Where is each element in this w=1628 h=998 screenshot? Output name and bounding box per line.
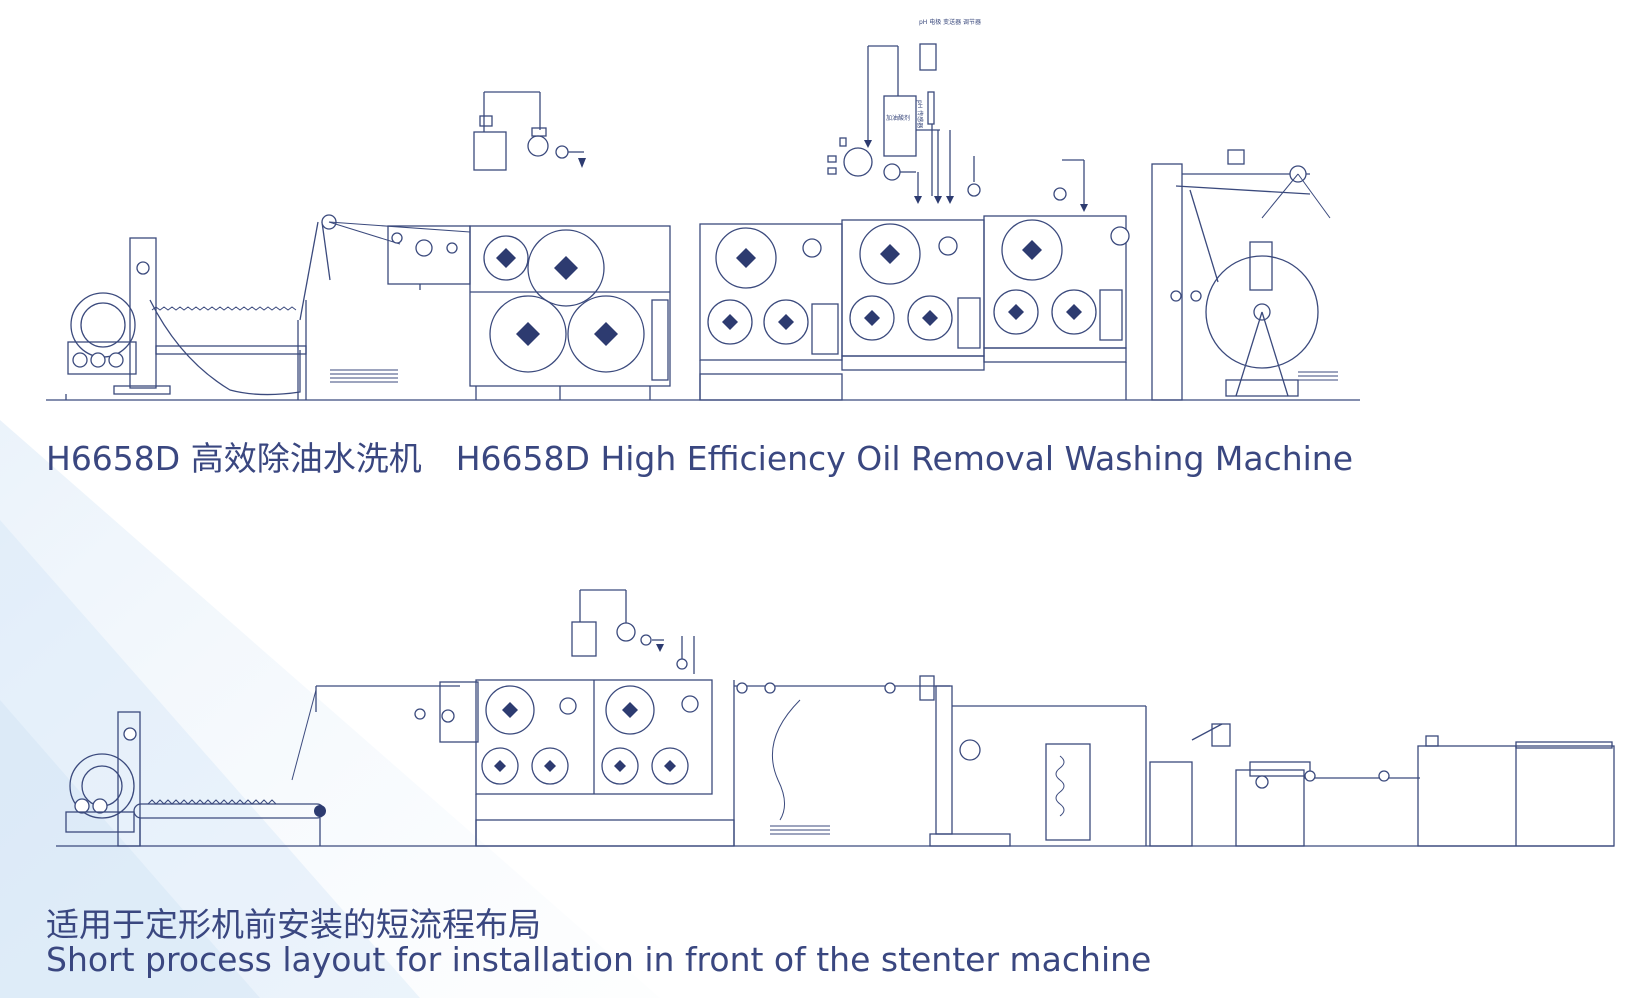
fabric-pile [330,369,398,383]
washing-tank-2 [699,223,843,401]
exit-folder-unit [1151,149,1338,401]
washing-tank-3 [841,219,985,371]
layout-2-caption-zh: 适用于定形机前安装的短流程布局 [46,905,541,944]
ph-control-system: pH 电极 变送器 调节器 加油酸剂 pH 传感器 [827,18,1088,212]
j-box-unit [1045,743,1091,841]
layout-2-drawing [56,589,1615,847]
machine-1-drawing: pH 电极 变送器 调节器 加油酸剂 pH 传感器 [46,18,1360,401]
dosing-system-1 [473,91,586,171]
washing-tank-4 [983,215,1130,400]
padder-unit [919,675,1147,847]
machine-1-name-en: High Efficiency Oil Removal Washing Mach… [600,439,1354,478]
machine-1-name-zh: 高效除油水洗机 [190,439,422,478]
scray-conveyor [149,214,337,400]
machine-1-model-en: H6658D [455,439,590,478]
layout-2-caption-en: Short process layout for installation in… [46,940,1152,979]
unwinder-unit [65,237,171,400]
entry-unit [387,225,471,290]
washing-tanks-2 [475,679,735,847]
dosing-system-2 [571,589,695,674]
ph-sensor-label: pH 传感器 [916,100,924,128]
dosing-tank-label: 加油酸剂 [886,114,910,122]
stenter-machine [1417,735,1615,847]
ph-controller-label: pH 电极 变送器 调节器 [919,18,981,26]
machine-1-model-zh: H6658D [46,439,181,478]
washing-tank-1 [469,225,671,400]
unwinder-unit-2 [65,711,141,847]
stenter-feed-unit [1149,723,1420,847]
scray-conveyor-2 [133,689,326,846]
